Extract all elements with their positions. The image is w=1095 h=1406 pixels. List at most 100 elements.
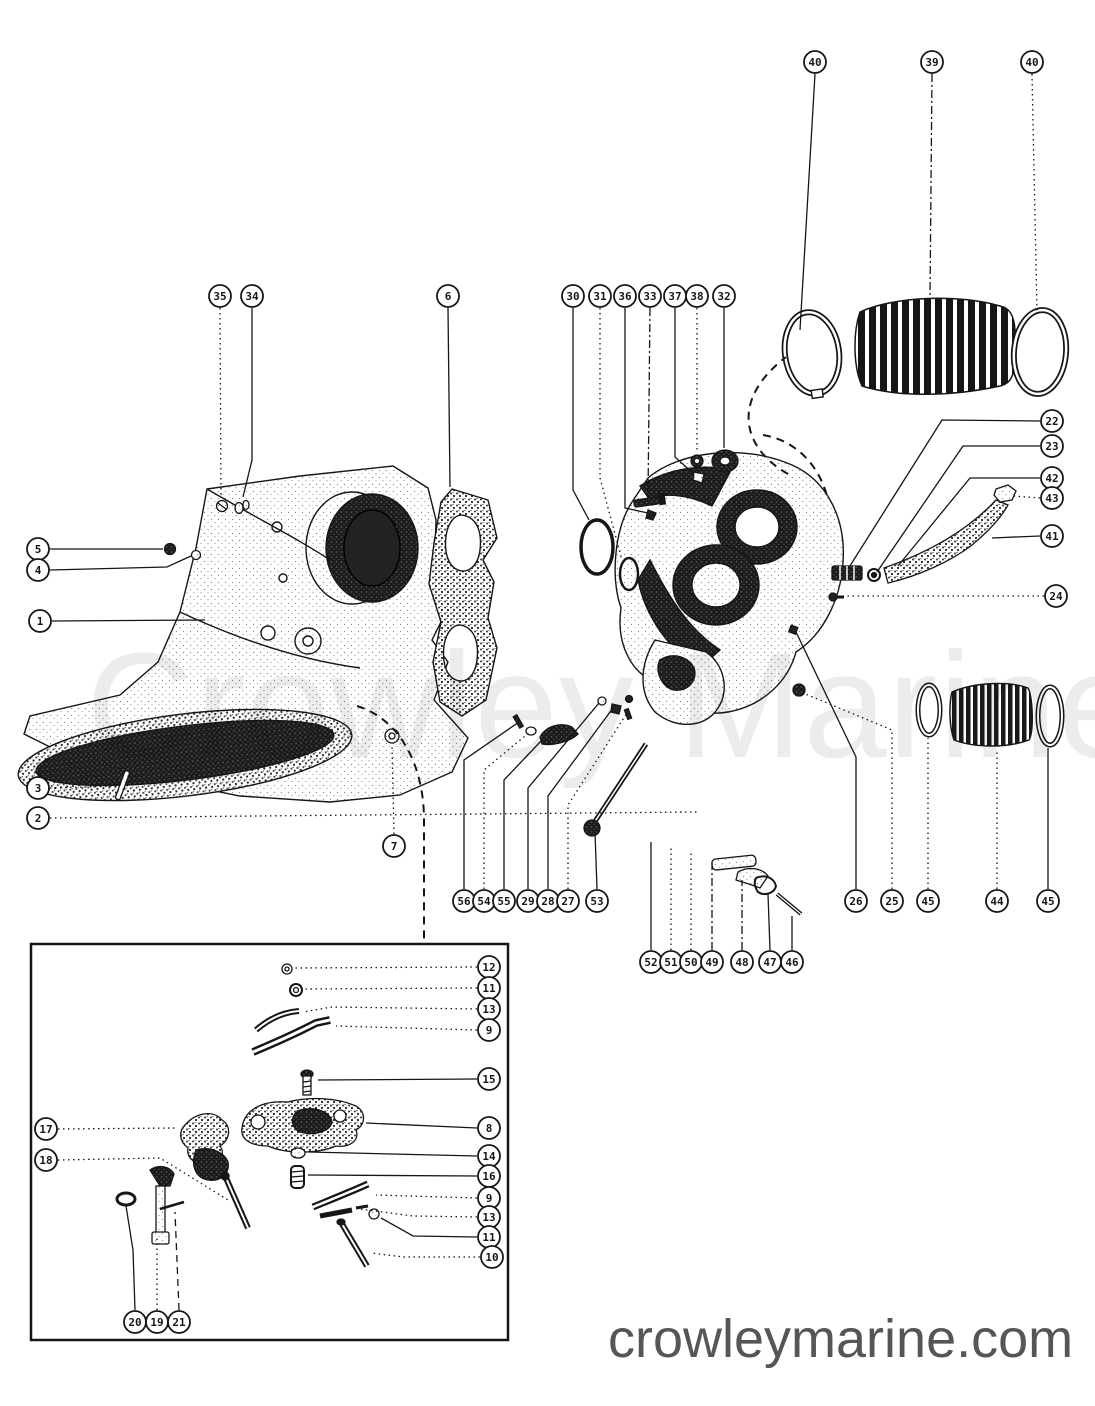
nut-part	[368, 1208, 380, 1220]
callout-15: 15	[317, 1067, 501, 1091]
callout-28: 28	[536, 707, 614, 913]
callout-8: 8	[365, 1116, 501, 1140]
pin-part	[512, 713, 525, 729]
callout-38: 38	[685, 284, 709, 452]
washer-part	[290, 1147, 306, 1159]
callout-1: 1	[28, 609, 206, 633]
callout-48: 48	[730, 880, 754, 974]
callout-circle-44	[985, 889, 1009, 913]
callout-46: 46	[780, 916, 804, 974]
callout-circle-49	[700, 950, 724, 974]
o-ring-large	[579, 518, 615, 576]
callout-circle-2	[26, 806, 50, 830]
washer-part	[289, 983, 303, 997]
callout-circle-45	[916, 889, 940, 913]
shift-bellows-clamp-front	[915, 682, 943, 738]
pin-part	[336, 1218, 370, 1268]
callout-21: 21	[167, 1211, 191, 1334]
callout-26: 26	[795, 631, 868, 913]
callout-number-11: 11	[482, 1231, 496, 1244]
callout-13: 13	[302, 997, 501, 1021]
callout-circle-40	[803, 50, 827, 74]
small-hardware-parts	[579, 449, 739, 704]
callout-circle-9	[477, 1018, 501, 1042]
callout-circle-6	[436, 284, 460, 308]
callout-49: 49	[700, 860, 724, 974]
callout-circle-33	[638, 284, 662, 308]
callout-39: 39	[920, 50, 944, 299]
callout-number-34: 34	[245, 290, 259, 303]
callout-circle-25	[880, 889, 904, 913]
callout-number-37: 37	[668, 290, 681, 303]
callout-number-28: 28	[541, 895, 554, 908]
washer-part	[234, 501, 244, 515]
callout-number-54: 54	[477, 895, 491, 908]
callout-circle-36	[613, 284, 637, 308]
callout-number-32: 32	[717, 290, 730, 303]
callout-circle-21	[167, 1310, 191, 1334]
callout-circle-22	[1040, 409, 1064, 433]
callout-11: 11	[380, 1217, 501, 1249]
clip-part	[692, 471, 705, 484]
callout-number-26: 26	[849, 895, 863, 908]
callout-circle-8	[477, 1116, 501, 1140]
callout-44: 44	[985, 750, 1009, 913]
callout-32: 32	[712, 284, 736, 448]
callout-circle-1	[28, 609, 52, 633]
callout-circle-27	[556, 889, 580, 913]
callout-number-44: 44	[990, 895, 1004, 908]
lever-part	[735, 867, 769, 889]
pin-part	[623, 707, 633, 721]
callout-number-16: 16	[482, 1170, 496, 1183]
pin-part	[114, 770, 131, 801]
bell-housing-gasket-part	[428, 488, 498, 717]
callout-circle-17	[34, 1117, 58, 1141]
callout-number-40: 40	[1025, 56, 1038, 69]
callout-number-6: 6	[445, 290, 452, 303]
callout-50: 50	[679, 852, 703, 974]
callout-19: 19	[145, 1238, 169, 1334]
hose-fitting-part	[993, 484, 1017, 503]
callout-circle-18	[34, 1148, 58, 1172]
callout-30: 30	[561, 284, 590, 521]
callout-circle-32	[712, 284, 736, 308]
pin-part	[624, 694, 634, 704]
callout-number-23: 23	[1045, 440, 1058, 453]
callout-42: 42	[897, 466, 1064, 567]
callout-circle-45	[1036, 889, 1060, 913]
callout-14: 14	[308, 1144, 501, 1168]
callout-9: 9	[375, 1186, 501, 1210]
callout-circle-26	[844, 889, 868, 913]
callout-number-47: 47	[763, 956, 776, 969]
callout-number-35: 35	[213, 290, 226, 303]
callout-47: 47	[758, 893, 782, 974]
callout-number-19: 19	[150, 1316, 163, 1329]
pin-part	[787, 624, 799, 635]
callout-10: 10	[370, 1245, 504, 1269]
callout-number-11: 11	[482, 982, 496, 995]
callout-number-52: 52	[644, 956, 657, 969]
callout-number-40: 40	[808, 56, 821, 69]
callout-40: 40	[799, 50, 827, 331]
callout-53: 53	[585, 831, 609, 913]
callout-circle-31	[588, 284, 612, 308]
callout-circle-4	[26, 558, 50, 582]
shift-bellows-clamp-rear	[1035, 684, 1065, 748]
shift-bellows-part	[949, 682, 1033, 747]
callout-circle-7	[382, 834, 406, 858]
callout-number-3: 3	[35, 782, 42, 795]
callout-number-38: 38	[690, 290, 703, 303]
callout-45: 45	[916, 738, 940, 913]
washer-part	[190, 549, 202, 561]
callout-number-7: 7	[391, 840, 398, 853]
callout-number-53: 53	[590, 895, 603, 908]
callout-number-18: 18	[39, 1154, 52, 1167]
bellows-clamp-front	[781, 309, 843, 400]
callout-51: 51	[659, 848, 683, 974]
callout-40: 40	[1020, 50, 1044, 313]
callout-number-8: 8	[486, 1122, 493, 1135]
clip-part	[645, 509, 657, 521]
callout-number-4: 4	[35, 564, 42, 577]
callout-number-39: 39	[925, 56, 938, 69]
